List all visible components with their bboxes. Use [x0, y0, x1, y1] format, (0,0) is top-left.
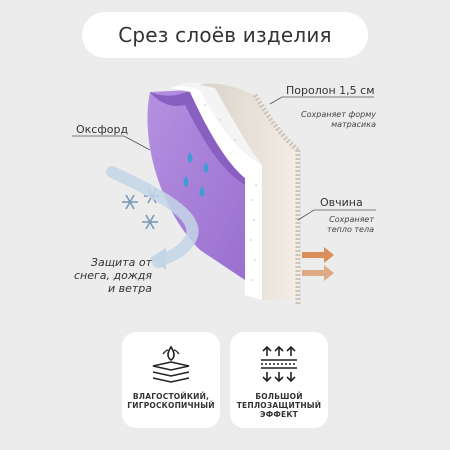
heat-arrows	[302, 247, 334, 281]
sheepskin-description-line2: тепло тела	[327, 225, 374, 234]
water-drop-icon	[199, 186, 205, 197]
foam-description-line2: матрасика	[331, 120, 376, 129]
sheepskin-leader	[297, 209, 376, 221]
protection-line2: снега, дождя	[74, 269, 152, 282]
sheepskin-description: Сохраняет тепло тела	[318, 215, 374, 235]
foam-layer	[170, 86, 262, 300]
feature-card-moisture: ВЛАГОСТОЙКИЙ, ГИГРОСКОПИЧНЫЙ	[122, 332, 220, 428]
feature-text-moisture: ВЛАГОСТОЙКИЙ, ГИГРОСКОПИЧНЫЙ	[127, 392, 215, 410]
feature-text-thermal: БОЛЬШОЙ ТЕПЛОЗАЩИТНЫЙ ЭФФЕКТ	[236, 392, 322, 419]
thermal-layers-icon	[261, 345, 297, 383]
foam-texture	[204, 104, 257, 281]
leader-lines	[72, 96, 376, 221]
water-drop-icon	[203, 162, 209, 173]
sheepskin-label: Овчина	[320, 196, 363, 209]
foam-leader	[269, 96, 374, 105]
heat-arrow-icon	[302, 265, 334, 281]
oxford-leader	[72, 135, 151, 151]
oxford-layer	[147, 90, 245, 280]
feature-card-thermal: БОЛЬШОЙ ТЕПЛОЗАЩИТНЫЙ ЭФФЕКТ	[230, 332, 328, 428]
foam-description-line1: Сохраняет форму	[301, 110, 376, 119]
snowflake-icon	[122, 194, 138, 210]
protection-text: Защита от снега, дождя и ветра	[32, 256, 152, 295]
foam-description: Сохраняет форму матрасика	[290, 110, 376, 130]
water-drop-icon	[187, 152, 193, 163]
oxford-label: Оксфорд	[76, 123, 129, 136]
oxford-layer-edge	[150, 90, 245, 185]
snowflake-icon	[142, 214, 158, 230]
page-title: Срез слоёв изделия	[82, 12, 368, 58]
sheepskin-layer	[200, 83, 298, 301]
deflection-arrow-head	[150, 248, 166, 270]
sheepskin-fur-edge	[252, 93, 301, 305]
deflection-arrow	[106, 166, 199, 268]
protection-line3: и ветра	[107, 282, 152, 295]
water-drop-layers-icon	[152, 345, 190, 383]
foam-label: Поролон 1,5 см	[286, 84, 375, 97]
heat-arrow-icon	[302, 247, 334, 263]
sheepskin-description-line1: Сохраняет	[329, 215, 374, 224]
water-drop-icon	[183, 176, 189, 187]
protection-line1: Защита от	[90, 256, 152, 269]
water-drops	[183, 152, 209, 197]
